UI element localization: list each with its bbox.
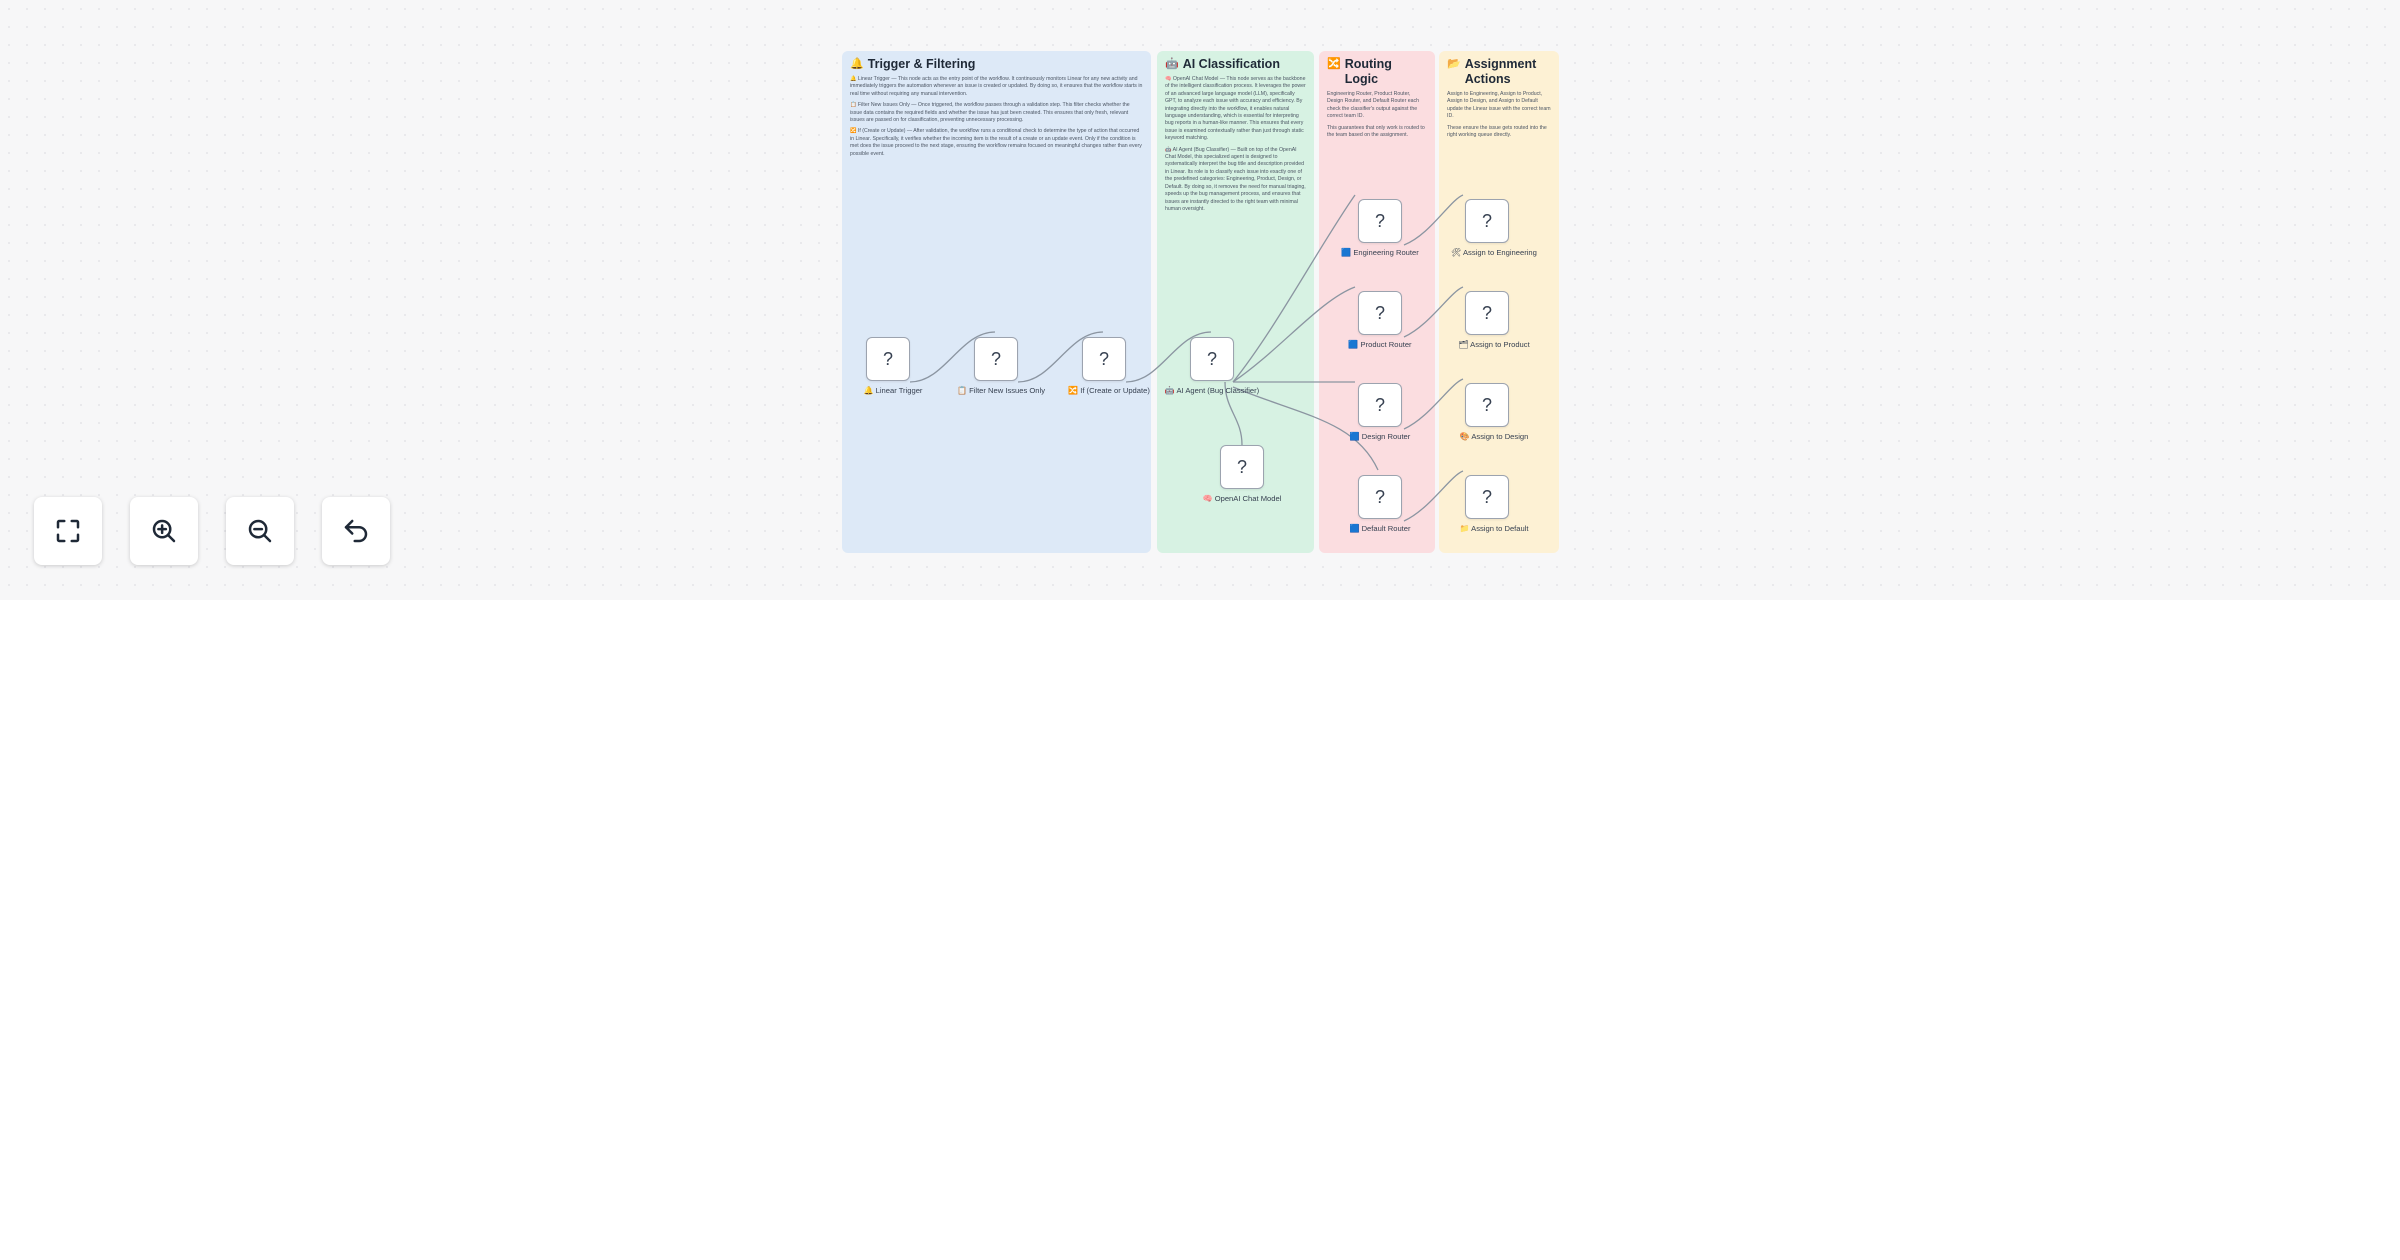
lane-title: 🔔 Trigger & Filtering: [850, 57, 976, 71]
node-label: 📁 Assign to Default: [1459, 524, 1529, 533]
branch-icon: 🔀: [1068, 386, 1079, 395]
engineering-router-node[interactable]: ?: [1358, 199, 1402, 243]
bell-icon: 🔔: [850, 58, 864, 70]
filter-node[interactable]: ?: [974, 337, 1018, 381]
linear-trigger-node[interactable]: ?: [866, 337, 910, 381]
palette-icon: 🎨: [1459, 432, 1470, 441]
ai-agent-node[interactable]: ?: [1190, 337, 1234, 381]
fit-view-button[interactable]: [34, 497, 102, 565]
openai-chat-model-node[interactable]: ?: [1220, 445, 1264, 489]
tools-icon: 🛠: [1451, 248, 1462, 257]
node-label: 🟦 Design Router: [1349, 432, 1411, 441]
file-box-icon: 🗂: [1458, 340, 1469, 349]
node-label: 📋 Filter New Issues Only: [956, 386, 1046, 395]
lane-description: 🔔 Linear Trigger — This node acts as the…: [850, 76, 1143, 157]
assign-product-node[interactable]: ?: [1465, 291, 1509, 335]
node-label: 🧠 OpenAI Chat Model: [1202, 494, 1282, 503]
undo-button[interactable]: [322, 497, 390, 565]
clipboard-icon: 📋: [956, 386, 967, 395]
router-icon: 🟦: [1349, 432, 1360, 441]
folder-icon: 📁: [1459, 524, 1470, 533]
brain-icon: 🧠: [1202, 494, 1213, 503]
node-label: 🗂 Assign to Product: [1458, 340, 1530, 349]
routing-icon: 🔀: [1327, 58, 1341, 70]
lane-title: 🤖 AI Classification: [1165, 57, 1280, 71]
lane-description: 🧠 OpenAI Chat Model — This node serves a…: [1165, 76, 1306, 212]
router-icon: 🟦: [1349, 524, 1360, 533]
fullscreen-icon: [56, 519, 80, 543]
lane-description: Assign to Engineering, Assign to Product…: [1447, 91, 1551, 139]
workflow-canvas[interactable]: 🔔 Trigger & Filtering 🔔 Linear Trigger —…: [0, 0, 2400, 600]
assign-engineering-node[interactable]: ?: [1465, 199, 1509, 243]
node-label: 🎨 Assign to Design: [1459, 432, 1529, 441]
node-label: 🔀 If (Create or Update): [1068, 386, 1150, 395]
design-router-node[interactable]: ?: [1358, 383, 1402, 427]
router-icon: 🟦: [1341, 248, 1352, 257]
router-icon: 🟦: [1348, 340, 1359, 349]
node-label: 🔔 Linear Trigger: [863, 386, 923, 395]
node-label: 🛠 Assign to Engineering: [1451, 248, 1537, 257]
zoom-in-icon: [152, 519, 176, 543]
zoom-out-button[interactable]: [226, 497, 294, 565]
undo-icon: [344, 519, 368, 543]
bell-icon: 🔔: [863, 386, 874, 395]
assign-design-node[interactable]: ?: [1465, 383, 1509, 427]
lane-trigger-filtering: 🔔 Trigger & Filtering 🔔 Linear Trigger —…: [842, 51, 1151, 553]
lane-title: 📂 Assignment Actions: [1447, 57, 1537, 86]
robot-icon: 🤖: [1165, 58, 1179, 70]
node-label: 🟦 Default Router: [1349, 524, 1411, 533]
lane-title: 🔀 Routing Logic: [1327, 57, 1392, 86]
assign-default-node[interactable]: ?: [1465, 475, 1509, 519]
node-label: 🟦 Engineering Router: [1341, 248, 1419, 257]
default-router-node[interactable]: ?: [1358, 475, 1402, 519]
robot-icon: 🤖: [1164, 386, 1175, 395]
zoom-out-icon: [248, 519, 272, 543]
if-node[interactable]: ?: [1082, 337, 1126, 381]
lane-description: Engineering Router, Product Router, Desi…: [1327, 91, 1425, 139]
product-router-node[interactable]: ?: [1358, 291, 1402, 335]
node-label: 🤖 AI Agent (Bug Classifier): [1164, 386, 1260, 395]
node-label: 🟦 Product Router: [1348, 340, 1412, 349]
folder-icon: 📂: [1447, 58, 1461, 70]
zoom-in-button[interactable]: [130, 497, 198, 565]
